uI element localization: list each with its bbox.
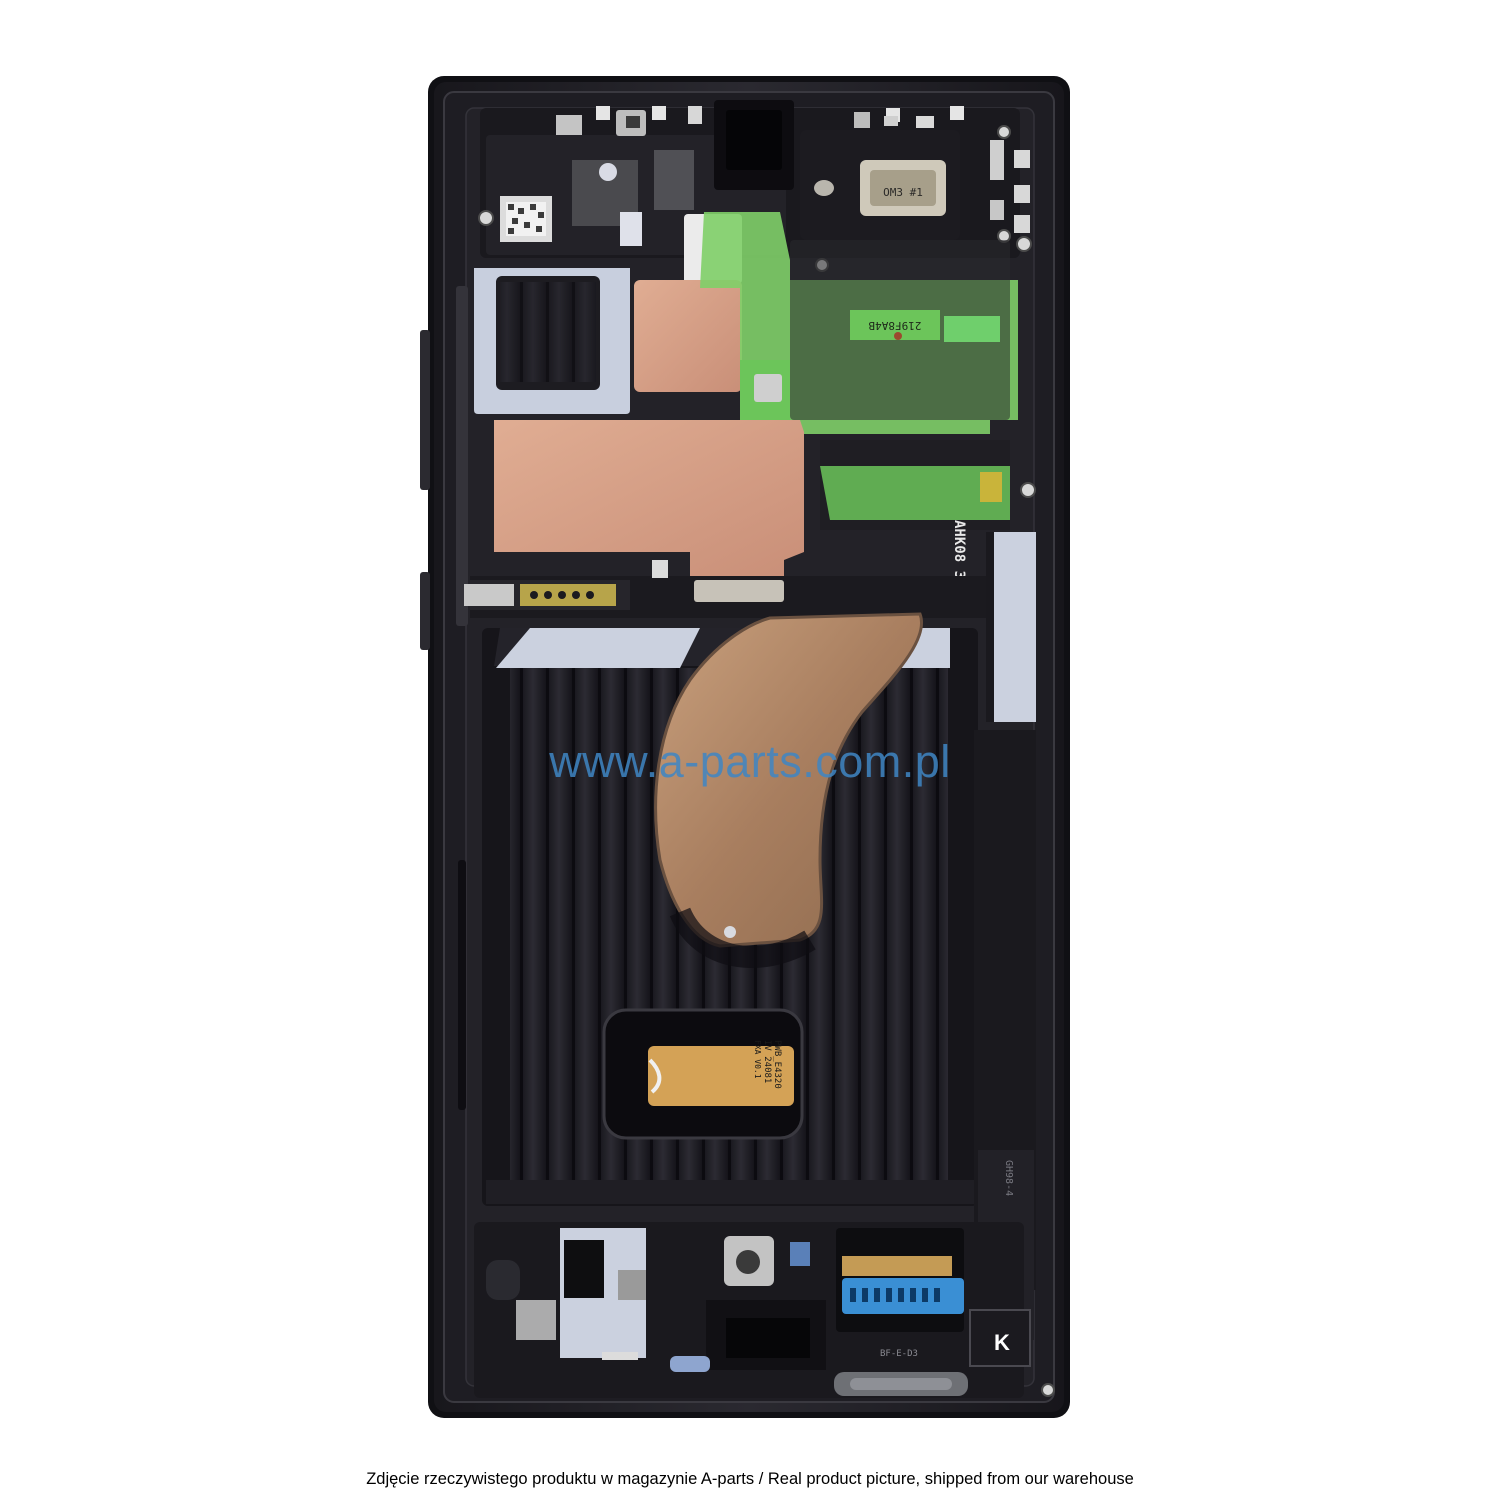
- green-tape: 219F8A4B AHK08 34023: [700, 212, 1018, 613]
- caption: Zdjęcie rzeczywistego produktu w magazyn…: [366, 1470, 1134, 1488]
- camera-label: OM3 #1: [883, 186, 923, 199]
- strip-label: GH98-4: [1003, 1160, 1014, 1196]
- watermark: www.a-parts.com.pl: [549, 736, 951, 787]
- corner-letter: K: [994, 1330, 1010, 1355]
- chip-label-1: PWB_E4320: [772, 1040, 782, 1089]
- chip-label-2: IV 24081: [762, 1040, 772, 1083]
- copper-pad-large: [494, 420, 804, 576]
- connector-label: BF-E-D3: [880, 1349, 918, 1359]
- bottom-board: BF-E-D3 K: [474, 1222, 1031, 1398]
- side-buttons: [420, 286, 468, 1110]
- charging-pad: PWB_E4320 IV 24081 FXA V0.1: [602, 1008, 804, 1140]
- chip-label-3: FXA V0.1: [753, 1040, 762, 1079]
- copper-pad-small: [634, 280, 742, 392]
- mid-bar: [464, 532, 1036, 722]
- grey-u-pad: [474, 268, 630, 414]
- board-code: 219F8A4B: [868, 319, 921, 332]
